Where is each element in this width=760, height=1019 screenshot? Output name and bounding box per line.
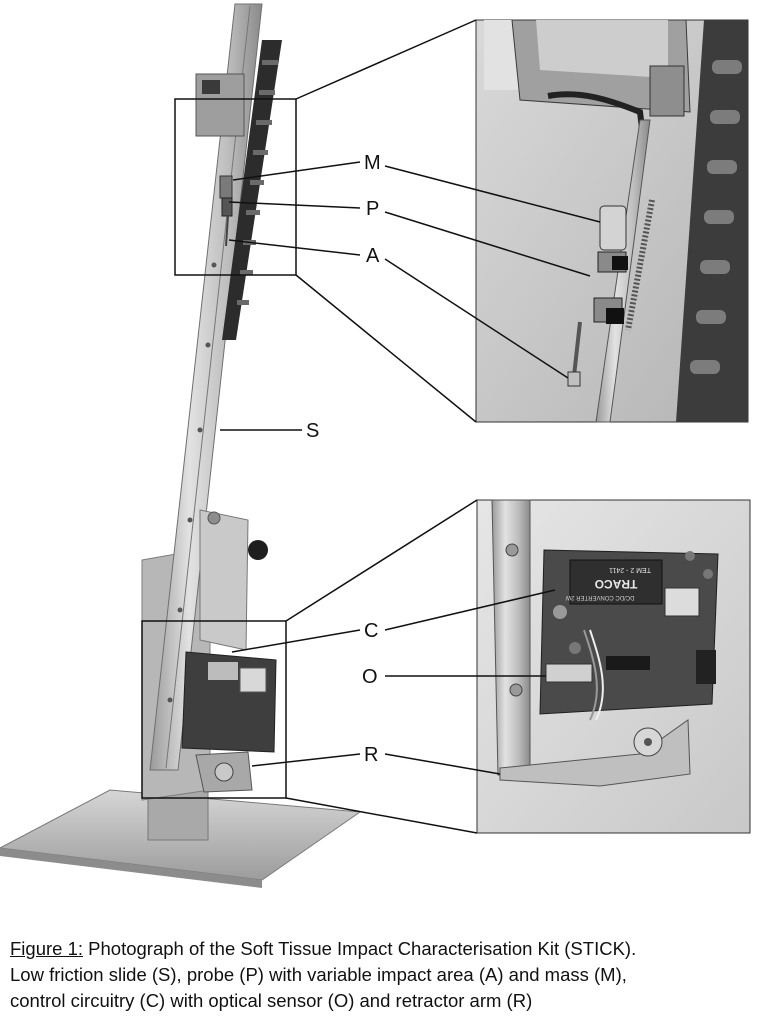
converter-part-text: TEM 2 - 2411 [609, 566, 651, 573]
inset-probe-closeup [475, 19, 749, 423]
label-leader-lines [220, 161, 601, 775]
caption-lead: Figure 1: [10, 938, 84, 959]
converter-desc-text: DC/DC CONVERTER 2W [565, 594, 634, 600]
label-m: M [364, 152, 381, 174]
figure-photograph: TRACO TEM 2 - 2411 DC/DC CONVERTER 2W [0, 3, 751, 888]
inset-connector-lines [285, 19, 478, 834]
label-a: A [366, 245, 380, 267]
apparatus-photo [0, 3, 362, 888]
label-s: S [306, 420, 319, 442]
label-c: C [364, 620, 378, 642]
detail-box-upper [174, 98, 297, 276]
caption-line-1-rest: Photograph of the Soft Tissue Impact Cha… [83, 938, 637, 959]
caption-line-3: control circuitry (C) with optical senso… [10, 990, 533, 1011]
label-r: R [364, 744, 378, 766]
figure-caption: Figure 1: Photograph of the Soft Tissue … [10, 936, 755, 1014]
caption-line-1: Figure 1: Photograph of the Soft Tissue … [10, 936, 755, 962]
converter-brand-text: TRACO [595, 577, 638, 591]
caption-line-2: Low friction slide (S), probe (P) with v… [10, 964, 627, 985]
label-p: P [366, 198, 379, 220]
detail-box-lower [141, 620, 287, 799]
inset-circuit-closeup: TRACO TEM 2 - 2411 DC/DC CONVERTER 2W [476, 499, 751, 834]
label-o: O [362, 666, 378, 688]
